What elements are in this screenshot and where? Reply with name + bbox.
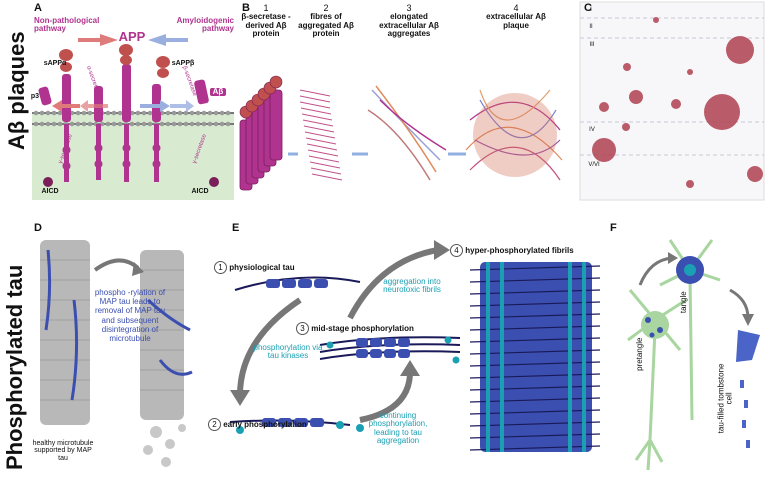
panel-a-graphic bbox=[32, 34, 234, 200]
b-step-3: 3 elongated extracellular Aβ aggregates bbox=[366, 3, 452, 39]
panel-f-graphic bbox=[627, 239, 760, 471]
b-step-3-number: 3 bbox=[406, 3, 412, 13]
e-step-3-number: 3 bbox=[296, 322, 309, 335]
panel-d-graphic bbox=[40, 240, 193, 467]
aicd-left-label: AICD bbox=[41, 188, 59, 195]
tombstone-cell bbox=[736, 330, 760, 362]
salpha-label: sAPPα bbox=[43, 60, 67, 67]
right-pathway-arrow bbox=[148, 34, 188, 46]
e-step-3-label: mid-stage phosphorylation bbox=[311, 324, 414, 333]
e-step-2: 2 early phosphorylation bbox=[208, 418, 318, 431]
panel-letter-b: B bbox=[242, 2, 250, 14]
panel-letter-c: C bbox=[584, 2, 592, 14]
e-step-1: 1 physiological tau bbox=[214, 261, 314, 274]
panel-letter-f: F bbox=[610, 222, 617, 234]
e-step-1-number: 1 bbox=[214, 261, 227, 274]
aicd-right-label: AICD bbox=[191, 188, 209, 195]
b-step-2-number: 2 bbox=[323, 3, 329, 13]
tombstone-label: tau-filled tombstone cell bbox=[716, 363, 734, 434]
b-step-1-number: 1 bbox=[263, 3, 269, 13]
layer-iv-label: IV bbox=[589, 127, 595, 133]
layer-i-label: I bbox=[590, 7, 592, 13]
e-step-4-label: hyper-phosphorylated fibrils bbox=[465, 246, 574, 255]
tangle-label: tangle bbox=[678, 291, 688, 314]
pretangle-soma bbox=[641, 311, 669, 339]
abeta-label: Aβ bbox=[210, 87, 226, 97]
e-step-2-label: early phosphorylation bbox=[223, 420, 307, 429]
e-step-4-number: 4 bbox=[450, 244, 463, 257]
e-note-kinases: phosphorylation via tau kinases bbox=[253, 343, 323, 361]
pretangle-label: pretangle bbox=[634, 337, 644, 371]
p3-label: p3 bbox=[30, 93, 40, 100]
e-step-2-number: 2 bbox=[208, 418, 221, 431]
e-step-3: 3 mid-stage phosphorylation bbox=[296, 322, 440, 335]
b-step-2: 2 fibres of aggregated Aβ protein bbox=[296, 3, 356, 39]
e-note-continuing: continuing phosphorylation, leading to t… bbox=[368, 411, 428, 446]
layer-ii-label: II bbox=[589, 24, 593, 30]
fibril-block bbox=[480, 262, 592, 452]
amyloidogenic-label: Amyloidogenic pathway bbox=[176, 16, 234, 34]
panel-b-graphic bbox=[239, 75, 563, 191]
layer-v-vi-label: V/VI bbox=[588, 162, 600, 168]
e-step-4: 4 hyper-phosphorylated fibrils bbox=[450, 244, 590, 257]
sbeta-label: sAPPβ bbox=[171, 60, 195, 67]
app-label: APP bbox=[118, 29, 146, 44]
left-pathway-arrow bbox=[78, 34, 118, 46]
d-caption: healthy microtubule supported by MAP tau bbox=[32, 440, 94, 462]
b-step-4-label: extracellular Aβ plaque bbox=[486, 12, 546, 30]
app-proteins bbox=[62, 64, 209, 182]
e-note-aggregation: aggregation into neurotoxic fibrils bbox=[383, 277, 441, 295]
b-step-4-number: 4 bbox=[513, 3, 519, 13]
b-step-1-label: β-secretase -derived Aβ protein bbox=[241, 12, 291, 39]
b-step-2-label: fibres of aggregated Aβ protein bbox=[298, 12, 354, 39]
b-step-4: 4 extracellular Aβ plaque bbox=[476, 3, 556, 30]
panel-letter-d: D bbox=[34, 222, 42, 234]
panel-letter-a: A bbox=[34, 2, 42, 14]
panel-c-graphic bbox=[579, 1, 765, 201]
b-step-1: 1 β-secretase -derived Aβ protein bbox=[236, 3, 296, 39]
d-description: phospho -rylation of MAP tau leads to re… bbox=[94, 288, 166, 343]
panel-letter-e: E bbox=[232, 222, 240, 234]
secreted-fragments bbox=[59, 44, 170, 78]
p3-fragment bbox=[38, 86, 52, 106]
panel-e-graphic bbox=[229, 240, 601, 452]
non-pathological-label: Non-pathological pathway bbox=[34, 16, 100, 34]
b-step-3-label: elongated extracellular Aβ aggregates bbox=[379, 12, 439, 39]
layer-iii-label: III bbox=[589, 42, 595, 48]
e-step-1-label: physiological tau bbox=[229, 263, 295, 272]
